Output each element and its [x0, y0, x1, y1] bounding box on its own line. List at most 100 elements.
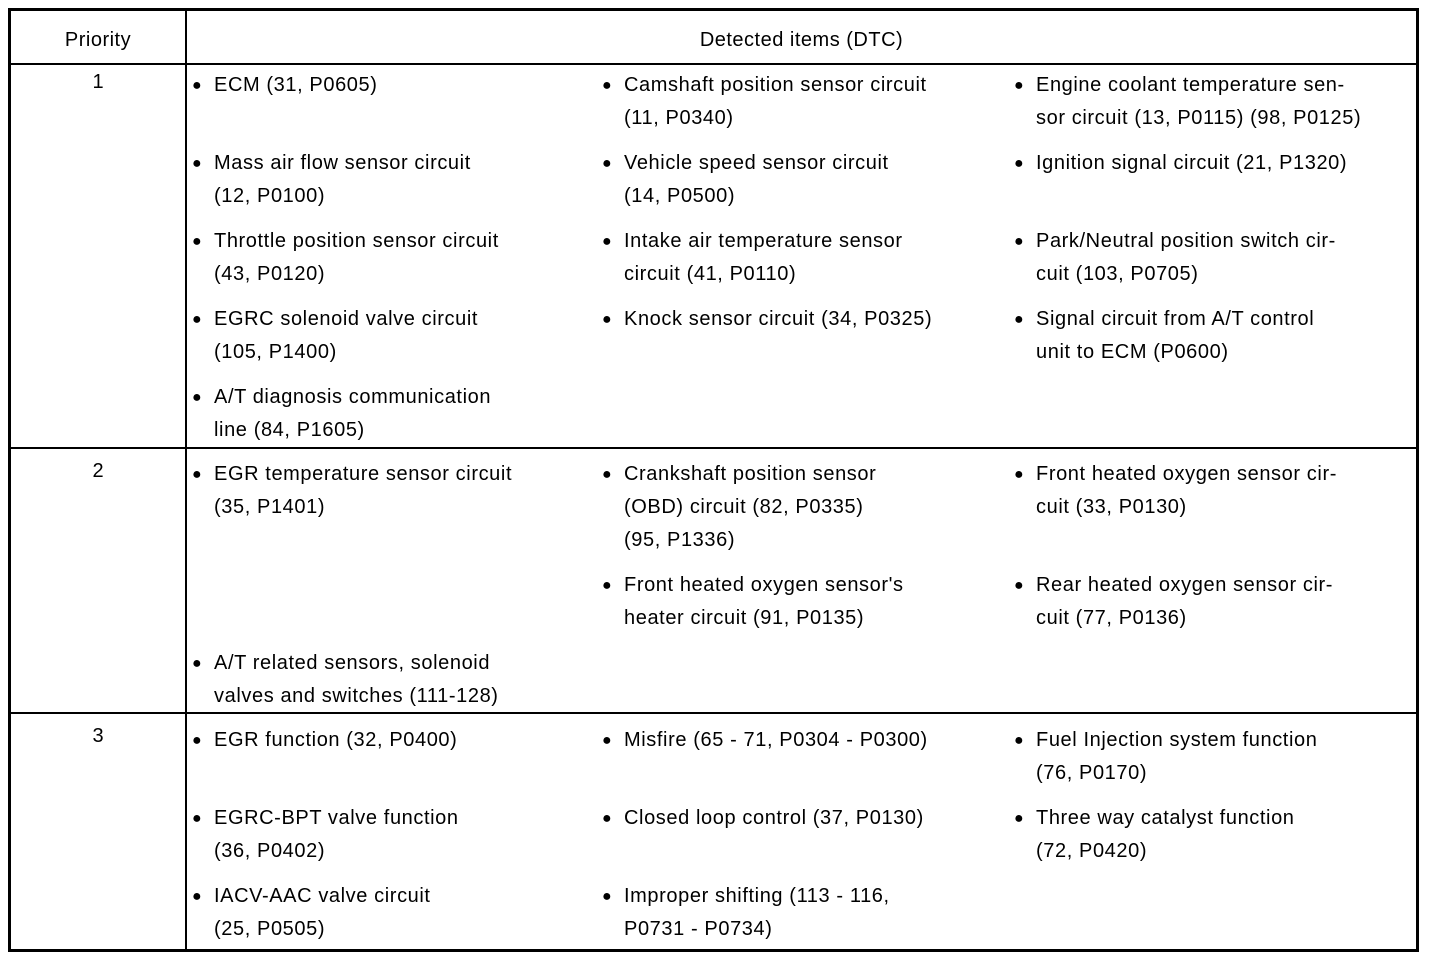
bullet-icon: ● — [192, 810, 203, 827]
dtc-item-line: EGR temperature sensor circuit — [214, 463, 513, 485]
dtc-item-line: unit to ECM (P0600) — [1036, 341, 1229, 363]
dtc-item: ● Improper shifting (113 - 116, P0731 - … — [602, 880, 890, 946]
column-divider — [185, 11, 187, 949]
bullet-icon: ● — [192, 155, 203, 172]
priority-value: 1 — [92, 71, 104, 93]
dtc-item-line: (11, P0340) — [624, 107, 734, 129]
dtc-item-line: Misfire (65 - 71, P0304 - P0300) — [624, 729, 928, 751]
dtc-item-line: Front heated oxygen sensor's — [624, 574, 904, 596]
priority-header: Priority — [64, 29, 132, 51]
dtc-item-line: cuit (77, P0136) — [1036, 607, 1187, 629]
dtc-item-line: (25, P0505) — [214, 918, 326, 940]
dtc-item: ● Park/Neutral position switch cir- cuit… — [1014, 225, 1336, 291]
dtc-item-line: (95, P1336) — [624, 529, 736, 551]
dtc-item-line: (76, P0170) — [1036, 762, 1148, 784]
dtc-item-line: Park/Neutral position switch cir- — [1036, 230, 1336, 252]
row-divider-2-3 — [11, 712, 1416, 714]
dtc-item-line: Mass air flow sensor circuit — [214, 152, 471, 174]
bullet-icon: ● — [192, 466, 203, 483]
bullet-icon: ● — [192, 233, 203, 250]
dtc-item: ● Mass air flow sensor circuit (12, P010… — [192, 147, 471, 213]
dtc-item: ● EGRC-BPT valve function (36, P0402) — [192, 802, 459, 868]
dtc-item-line: P0731 - P0734) — [624, 918, 773, 940]
row-divider-1-2 — [11, 447, 1416, 449]
dtc-item-line: Improper shifting (113 - 116, — [624, 885, 890, 907]
dtc-item: ● Engine coolant temperature sen- sor ci… — [1014, 69, 1361, 135]
dtc-item: ● Rear heated oxygen sensor cir- cuit (7… — [1014, 569, 1333, 635]
dtc-item-line: Engine coolant temperature sen- — [1036, 74, 1345, 96]
dtc-item: ● Intake air temperature sensor circuit … — [602, 225, 903, 291]
header-divider — [11, 63, 1416, 65]
dtc-item-line: Vehicle speed sensor circuit — [624, 152, 889, 174]
dtc-item: ● ECM (31, P0605) — [192, 69, 378, 102]
bullet-icon: ● — [602, 810, 613, 827]
dtc-item: ● Front heated oxygen sensor's heater ci… — [602, 569, 904, 635]
bullet-icon: ● — [602, 233, 613, 250]
dtc-item: ● Vehicle speed sensor circuit (14, P050… — [602, 147, 889, 213]
dtc-item-line: Camshaft position sensor circuit — [624, 74, 927, 96]
bullet-icon: ● — [602, 888, 613, 905]
dtc-item-line: Knock sensor circuit (34, P0325) — [624, 308, 933, 330]
dtc-item-line: Front heated oxygen sensor cir- — [1036, 463, 1337, 485]
bullet-icon: ● — [1014, 810, 1025, 827]
dtc-item-line: Rear heated oxygen sensor cir- — [1036, 574, 1334, 596]
dtc-item-line: (35, P1401) — [214, 496, 326, 518]
dtc-item-line: (43, P0120) — [214, 263, 326, 285]
dtc-item: ● Three way catalyst function (72, P0420… — [1014, 802, 1295, 868]
dtc-item-line: Throttle position sensor circuit — [214, 230, 499, 252]
dtc-item: ● Closed loop control (37, P0130) — [602, 802, 924, 835]
dtc-item-line: A/T related sensors, solenoid — [214, 652, 491, 674]
bullet-icon: ● — [1014, 77, 1025, 94]
dtc-item-line: (72, P0420) — [1036, 840, 1148, 862]
dtc-item-line: Crankshaft position sensor — [624, 463, 877, 485]
dtc-item-line: (12, P0100) — [214, 185, 326, 207]
dtc-item-line: (36, P0402) — [214, 840, 326, 862]
dtc-item: ● Fuel Injection system function (76, P0… — [1014, 724, 1317, 790]
dtc-item: ● Ignition signal circuit (21, P1320) — [1014, 147, 1347, 180]
dtc-item-line: EGRC-BPT valve function — [214, 807, 459, 829]
dtc-item-line: A/T diagnosis communication — [214, 386, 492, 408]
dtc-item: ● IACV-AAC valve circuit (25, P0505) — [192, 880, 431, 946]
dtc-item-line: (105, P1400) — [214, 341, 337, 363]
dtc-item-line: (14, P0500) — [624, 185, 736, 207]
bullet-icon: ● — [192, 732, 203, 749]
dtc-item-line: IACV-AAC valve circuit — [214, 885, 431, 907]
bullet-icon: ● — [602, 577, 613, 594]
bullet-icon: ● — [1014, 311, 1025, 328]
dtc-item: ● A/T related sensors, solenoid valves a… — [192, 647, 499, 713]
dtc-item: ● EGRC solenoid valve circuit (105, P140… — [192, 303, 478, 369]
bullet-icon: ● — [192, 888, 203, 905]
bullet-icon: ● — [1014, 233, 1025, 250]
dtc-item-line: cuit (33, P0130) — [1036, 496, 1187, 518]
bullet-icon: ● — [602, 77, 613, 94]
dtc-item-line: line (84, P1605) — [214, 419, 365, 441]
dtc-item-line: EGR function (32, P0400) — [214, 729, 458, 751]
dtc-item-line: Closed loop control (37, P0130) — [624, 807, 924, 829]
bullet-icon: ● — [1014, 577, 1025, 594]
dtc-item-line: valves and switches (111-128) — [214, 685, 499, 707]
dtc-item-line: circuit (41, P0110) — [624, 263, 797, 285]
bullet-icon: ● — [602, 466, 613, 483]
dtc-item-line: EGRC solenoid valve circuit — [214, 308, 479, 330]
bullet-icon: ● — [1014, 466, 1025, 483]
dtc-item: ● Signal circuit from A/T control unit t… — [1014, 303, 1314, 369]
dtc-item: ● A/T diagnosis communication line (84, … — [192, 381, 491, 447]
dtc-item: ● EGR function (32, P0400) — [192, 724, 457, 757]
dtc-item-line: heater circuit (91, P0135) — [624, 607, 865, 629]
bullet-icon: ● — [1014, 155, 1025, 172]
priority-value: 3 — [92, 725, 104, 747]
dtc-item: ● Knock sensor circuit (34, P0325) — [602, 303, 932, 336]
bullet-icon: ● — [192, 77, 203, 94]
dtc-item: ● Camshaft position sensor circuit (11, … — [602, 69, 927, 135]
dtc-item: ● Front heated oxygen sensor cir- cuit (… — [1014, 458, 1337, 524]
dtc-item: ● EGR temperature sensor circuit (35, P1… — [192, 458, 512, 524]
bullet-icon: ● — [192, 389, 203, 406]
dtc-item-line: sor circuit (13, P0115) (98, P0125) — [1036, 107, 1362, 129]
bullet-icon: ● — [602, 155, 613, 172]
dtc-item-line: Ignition signal circuit (21, P1320) — [1036, 152, 1348, 174]
bullet-icon: ● — [192, 311, 203, 328]
dtc-item-line: ECM (31, P0605) — [214, 74, 378, 96]
dtc-item-line: Signal circuit from A/T control — [1036, 308, 1315, 330]
bullet-icon: ● — [602, 311, 613, 328]
bullet-icon: ● — [192, 655, 203, 672]
